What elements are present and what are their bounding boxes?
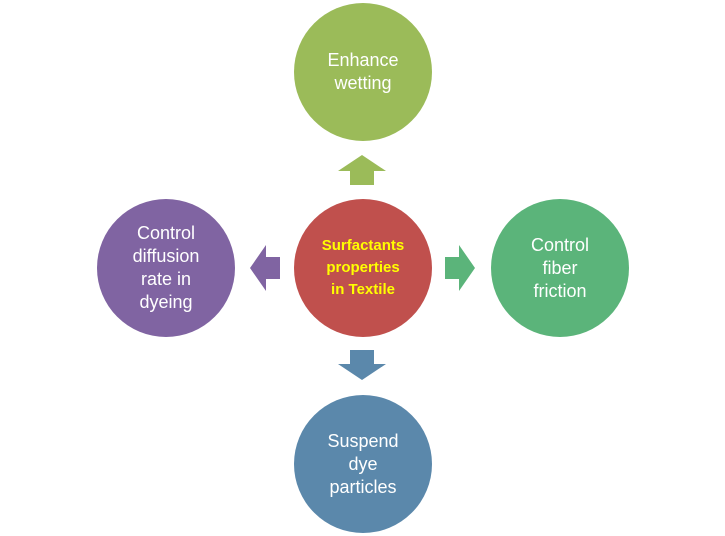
center-node: Surfactants properties in Textile: [294, 199, 432, 337]
top-node: Enhance wetting: [294, 3, 432, 141]
arrow-up-icon: [338, 155, 386, 185]
center-node-label: Surfactants properties in Textile: [321, 237, 405, 298]
left-node: Control diffusion rate in dyeing: [97, 199, 235, 337]
arrow-left-icon: [250, 245, 280, 291]
right-node: Control fiber friction: [491, 199, 629, 337]
bottom-node-label: Suspend dye particles: [327, 430, 399, 497]
right-node-label: Control fiber friction: [530, 234, 590, 301]
arrow-down-icon: [338, 350, 386, 380]
left-node-label: Control diffusion rate in dyeing: [132, 223, 200, 312]
bottom-node: Suspend dye particles: [294, 395, 432, 533]
top-node-label: Enhance wetting: [327, 50, 399, 93]
arrow-right-icon: [445, 245, 475, 291]
